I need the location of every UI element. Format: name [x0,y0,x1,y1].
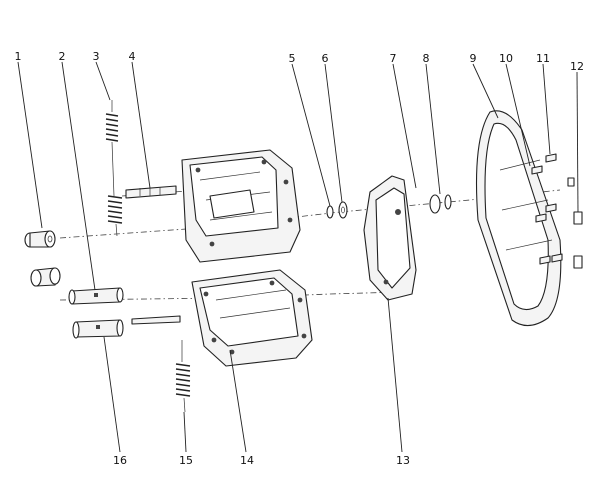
part-6-washer [338,201,348,219]
callout-8: 8 [423,52,430,65]
part-15-lower-spring [175,340,191,413]
callout-4: 4 [129,50,136,63]
callout-13: 13 [396,454,410,467]
part-2-pin [68,287,124,305]
leader-lines [17,61,579,453]
part-11-bolt [545,153,563,263]
part-14-lower-bracket [191,269,313,367]
callout-11: 11 [536,52,550,65]
callout-16: 16 [113,454,127,467]
callout-labels: 1 2 3 4 5 6 7 8 9 10 11 12 16 15 14 13 [15,50,585,467]
callout-9: 9 [470,52,477,65]
callout-6: 6 [322,52,329,65]
part-8-nut [429,194,452,214]
callout-7: 7 [390,52,397,65]
part-10-fastener [531,165,551,265]
callout-12: 12 [570,60,584,73]
callout-14: 14 [240,454,254,467]
part-9-pedal-plate [475,110,562,327]
part-1-bushing [24,230,56,248]
upper-bracket [181,149,301,263]
callout-5: 5 [289,52,296,65]
connecting-rod [131,315,181,325]
callout-1: 1 [15,50,22,63]
callout-3: 3 [93,50,100,63]
part-5-washer [326,205,334,219]
part-7-pedal-lever [363,175,417,301]
part-12-nut [567,177,583,269]
callout-2: 2 [59,50,66,63]
callout-10: 10 [499,52,513,65]
callout-15: 15 [179,454,193,467]
part-16-pin [72,319,124,339]
part-4-bolt [125,185,177,199]
bushing-lower [30,267,61,287]
part-3-upper-spring [105,100,123,237]
